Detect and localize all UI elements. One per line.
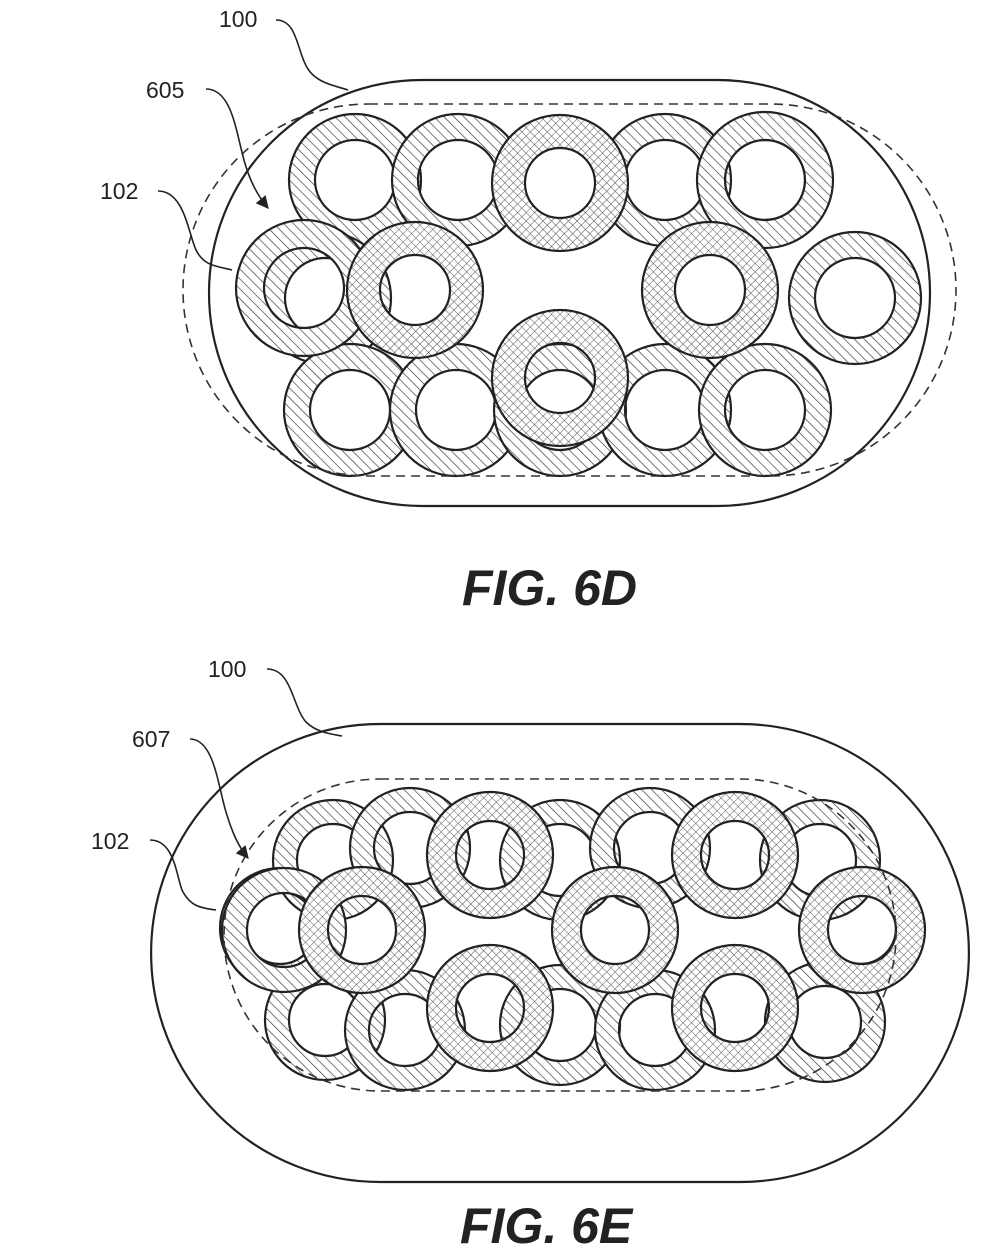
front-ring (670, 943, 800, 1073)
figure-caption: FIG. 6D (462, 560, 637, 616)
front-ring (490, 113, 630, 253)
front-ring (670, 790, 800, 920)
leader-line-100 (275, 19, 349, 91)
ref-label-102: 102 (91, 828, 129, 854)
ref-label-100: 100 (219, 6, 257, 32)
back-ring (787, 230, 923, 366)
leader-arrow-605 (205, 88, 269, 209)
front-ring (297, 865, 427, 995)
front-ring (425, 790, 555, 920)
figure-caption: FIG. 6E (460, 1198, 634, 1254)
front-ring (550, 865, 680, 995)
leader-arrow-607 (189, 738, 249, 859)
conductor-bundle (218, 786, 927, 1092)
ref-label-100: 100 (208, 656, 246, 682)
ref-label-605: 605 (146, 77, 184, 103)
front-ring (345, 220, 485, 360)
front-ring (425, 943, 555, 1073)
ref-label-102: 102 (100, 178, 138, 204)
front-ring (490, 308, 630, 448)
inner-boundary-102 (182, 103, 957, 477)
leader-line-102 (149, 839, 217, 911)
ref-label-607: 607 (132, 726, 170, 752)
leader-line-102 (157, 190, 233, 271)
front-ring (640, 220, 780, 360)
figure-6d: 100 605 102 FIG. 6D (100, 6, 957, 616)
conductor-bundle (234, 110, 923, 478)
figure-6e: 100 607 102 FIG. 6E (91, 656, 971, 1254)
leader-line-100 (266, 668, 343, 737)
